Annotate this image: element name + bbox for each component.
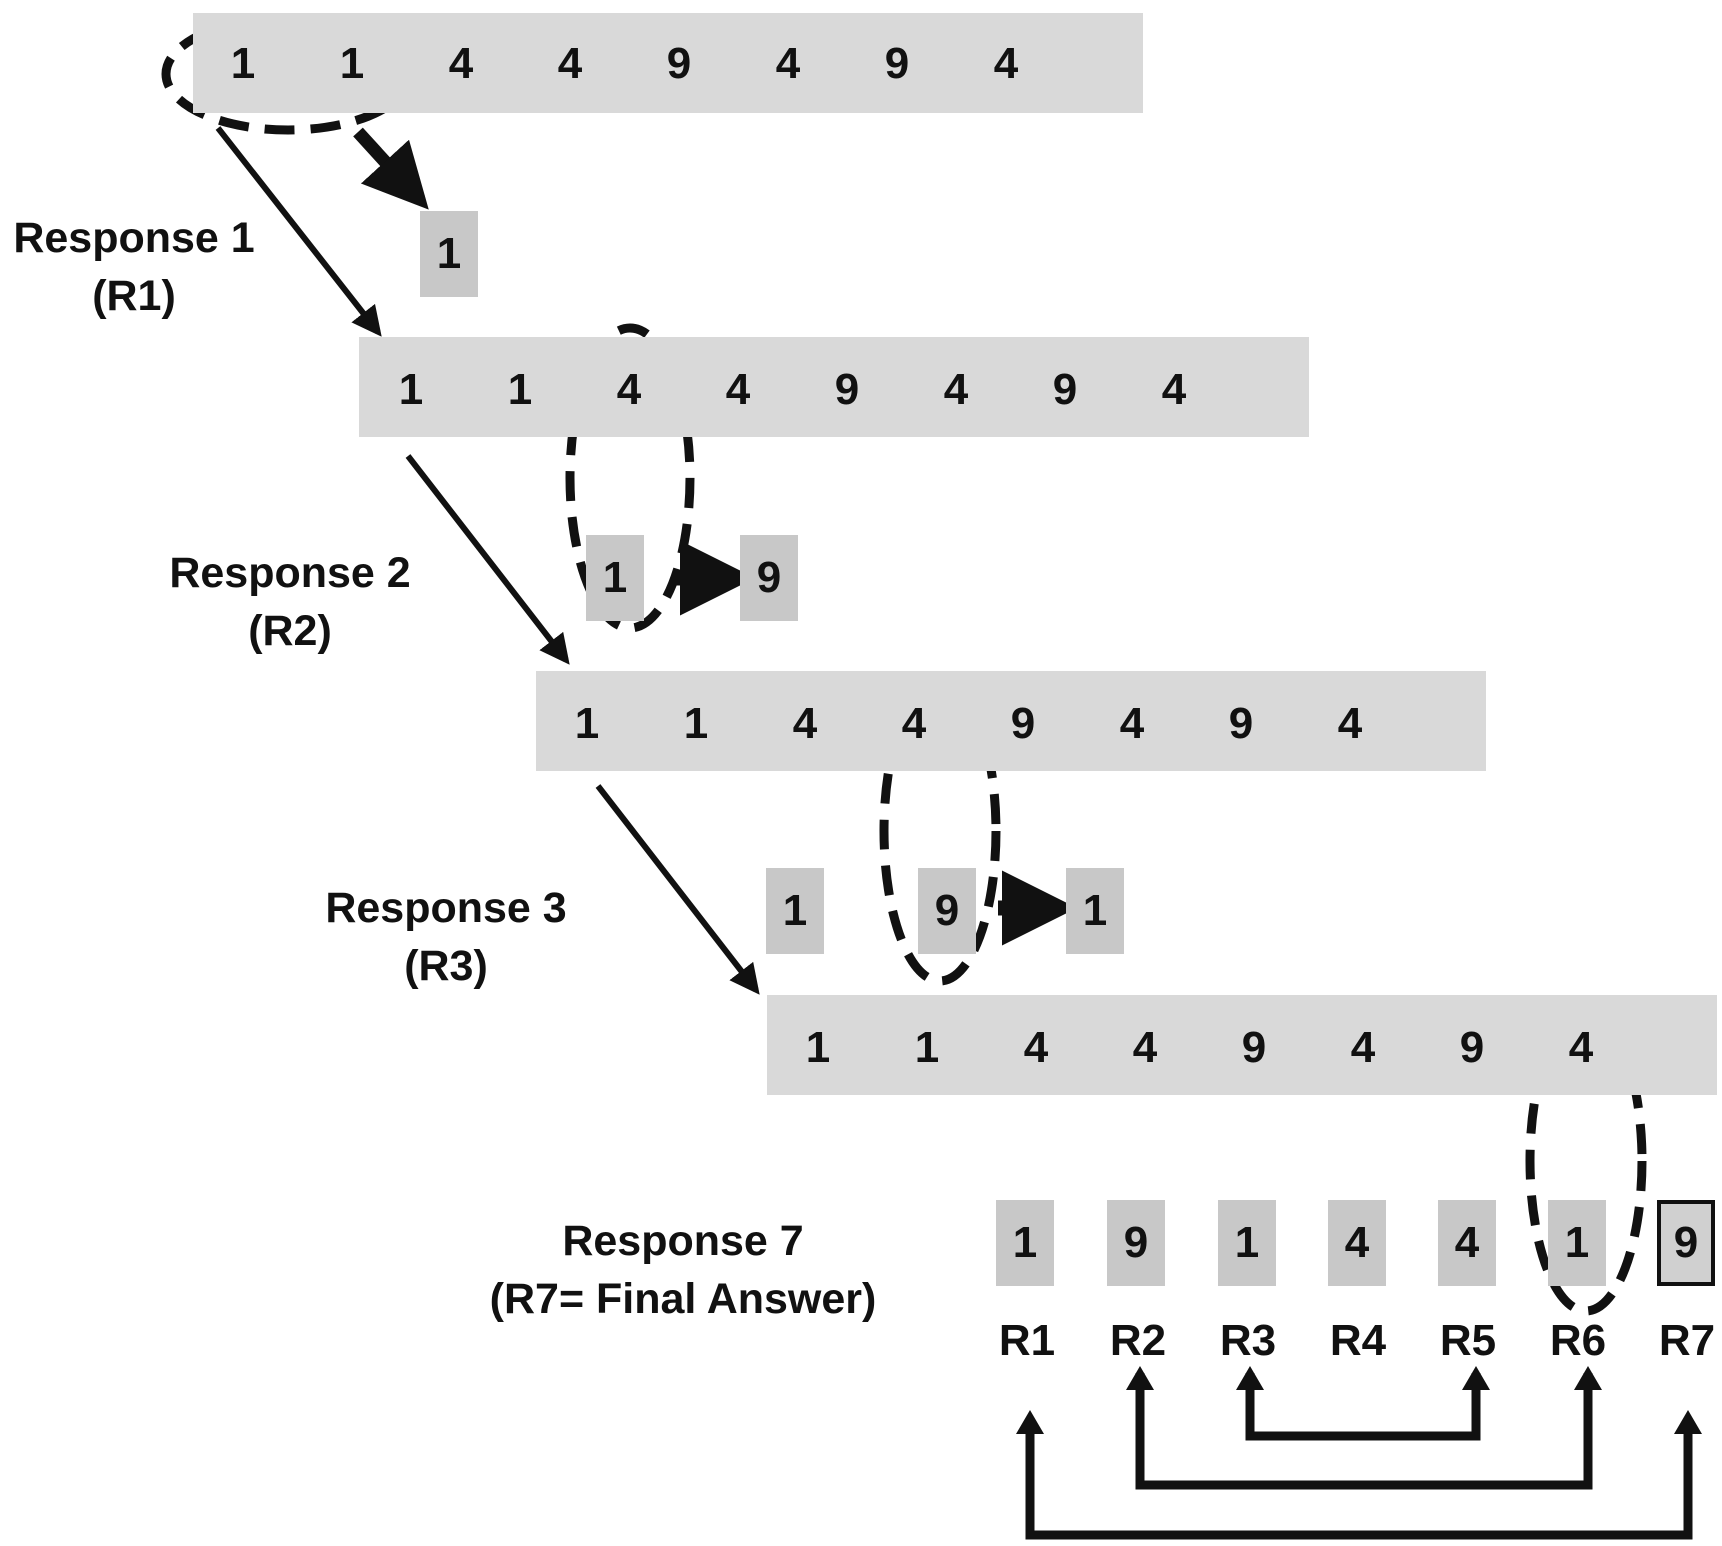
r3-box: 1 bbox=[1066, 868, 1124, 954]
final-answer-box: 1 bbox=[1218, 1200, 1276, 1286]
bracket-r2-r6 bbox=[1135, 1373, 1593, 1490]
response-code: (R1) bbox=[92, 272, 176, 321]
bracket-r1-r7 bbox=[1025, 1418, 1693, 1540]
response-label-3: Response 3 (R3) bbox=[316, 879, 576, 995]
response-code: (R2) bbox=[248, 607, 332, 656]
response-label-7: Response 7 (R7= Final Answer) bbox=[468, 1212, 898, 1328]
arrowhead-r7 bbox=[1674, 1410, 1702, 1434]
seq1-item: 4 bbox=[448, 39, 474, 88]
final-label: R6 bbox=[1549, 1316, 1607, 1365]
final-answer-box-selected: 9 bbox=[1657, 1200, 1715, 1286]
final-label: R4 bbox=[1329, 1316, 1387, 1365]
r3-box: 9 bbox=[918, 868, 976, 954]
seq1-item: 4 bbox=[557, 39, 583, 88]
final-label: R1 bbox=[998, 1316, 1056, 1365]
seq3-item: 1 bbox=[683, 699, 709, 748]
final-label: R7 bbox=[1658, 1316, 1716, 1365]
response-label-1: Response 1 (R1) bbox=[4, 209, 264, 325]
arrowhead-r1 bbox=[1016, 1410, 1044, 1434]
seq1-item: 9 bbox=[666, 39, 692, 88]
response-title: Response 3 bbox=[325, 884, 567, 932]
diagonal-arrow-1 bbox=[215, 126, 382, 337]
seq4-item: 4 bbox=[1132, 1023, 1158, 1072]
seq3-item: 1 bbox=[574, 699, 600, 748]
final-answer-box: 4 bbox=[1328, 1200, 1386, 1286]
seq2-item: 9 bbox=[834, 365, 860, 414]
dashed-ellipse-row2 bbox=[565, 323, 695, 633]
bracket-r3-r5 bbox=[1245, 1373, 1481, 1441]
sequence-bar-1 bbox=[193, 13, 1143, 113]
seq2-item: 4 bbox=[1161, 365, 1187, 414]
final-answer-box: 4 bbox=[1438, 1200, 1496, 1286]
seq3-item: 4 bbox=[792, 699, 818, 748]
seq4-item: 4 bbox=[1023, 1023, 1049, 1072]
seq1-item: 9 bbox=[884, 39, 910, 88]
r2-box: 1 bbox=[586, 535, 644, 621]
seq4-item: 9 bbox=[1459, 1023, 1485, 1072]
seq2-item: 4 bbox=[943, 365, 969, 414]
seq1-item: 4 bbox=[775, 39, 801, 88]
seq2-item: 1 bbox=[507, 365, 533, 414]
sequence-bar-2 bbox=[359, 337, 1309, 437]
final-label: R5 bbox=[1439, 1316, 1497, 1365]
seq4-item: 1 bbox=[805, 1023, 831, 1072]
seq3-item: 4 bbox=[1337, 699, 1363, 748]
arrowhead-r5 bbox=[1462, 1366, 1490, 1390]
seq4-item: 1 bbox=[914, 1023, 940, 1072]
thick-arrow-to-r1 bbox=[353, 127, 429, 210]
final-label: R2 bbox=[1109, 1316, 1167, 1365]
response-title: Response 1 bbox=[13, 214, 255, 262]
seq2-item: 1 bbox=[398, 365, 424, 414]
seq2-item: 4 bbox=[725, 365, 751, 414]
seq1-item: 1 bbox=[339, 39, 365, 88]
response-label-2: Response 2 (R2) bbox=[160, 544, 420, 660]
seq3-item: 9 bbox=[1228, 699, 1254, 748]
seq3-item: 4 bbox=[901, 699, 927, 748]
arrowhead-r3 bbox=[1236, 1366, 1264, 1390]
response-title: Response 2 bbox=[169, 549, 411, 597]
seq1-item: 1 bbox=[230, 39, 256, 88]
final-answer-box: 1 bbox=[1548, 1200, 1606, 1286]
seq3-item: 4 bbox=[1119, 699, 1145, 748]
diagonal-arrow-2 bbox=[405, 454, 570, 665]
sequence-bar-3 bbox=[536, 671, 1486, 771]
final-answer-box: 9 bbox=[1107, 1200, 1165, 1286]
r2-box: 9 bbox=[740, 535, 798, 621]
seq4-item: 4 bbox=[1350, 1023, 1376, 1072]
arrowhead-r2 bbox=[1126, 1366, 1154, 1390]
r1-box: 1 bbox=[420, 211, 478, 297]
final-label: R3 bbox=[1219, 1316, 1277, 1365]
response-code: (R7= Final Answer) bbox=[489, 1275, 877, 1324]
seq4-item: 4 bbox=[1568, 1023, 1594, 1072]
final-answer-box: 1 bbox=[996, 1200, 1054, 1286]
seq2-item: 9 bbox=[1052, 365, 1078, 414]
seq4-item: 9 bbox=[1241, 1023, 1267, 1072]
sequence-bar-4 bbox=[767, 995, 1717, 1095]
seq3-item: 9 bbox=[1010, 699, 1036, 748]
arrowhead-r6 bbox=[1574, 1366, 1602, 1390]
r3-box: 1 bbox=[766, 868, 824, 954]
response-title: Response 7 bbox=[562, 1217, 804, 1265]
seq2-item: 4 bbox=[616, 365, 642, 414]
seq1-item: 4 bbox=[993, 39, 1019, 88]
response-code: (R3) bbox=[404, 942, 488, 991]
diagonal-arrow-3 bbox=[595, 784, 760, 995]
